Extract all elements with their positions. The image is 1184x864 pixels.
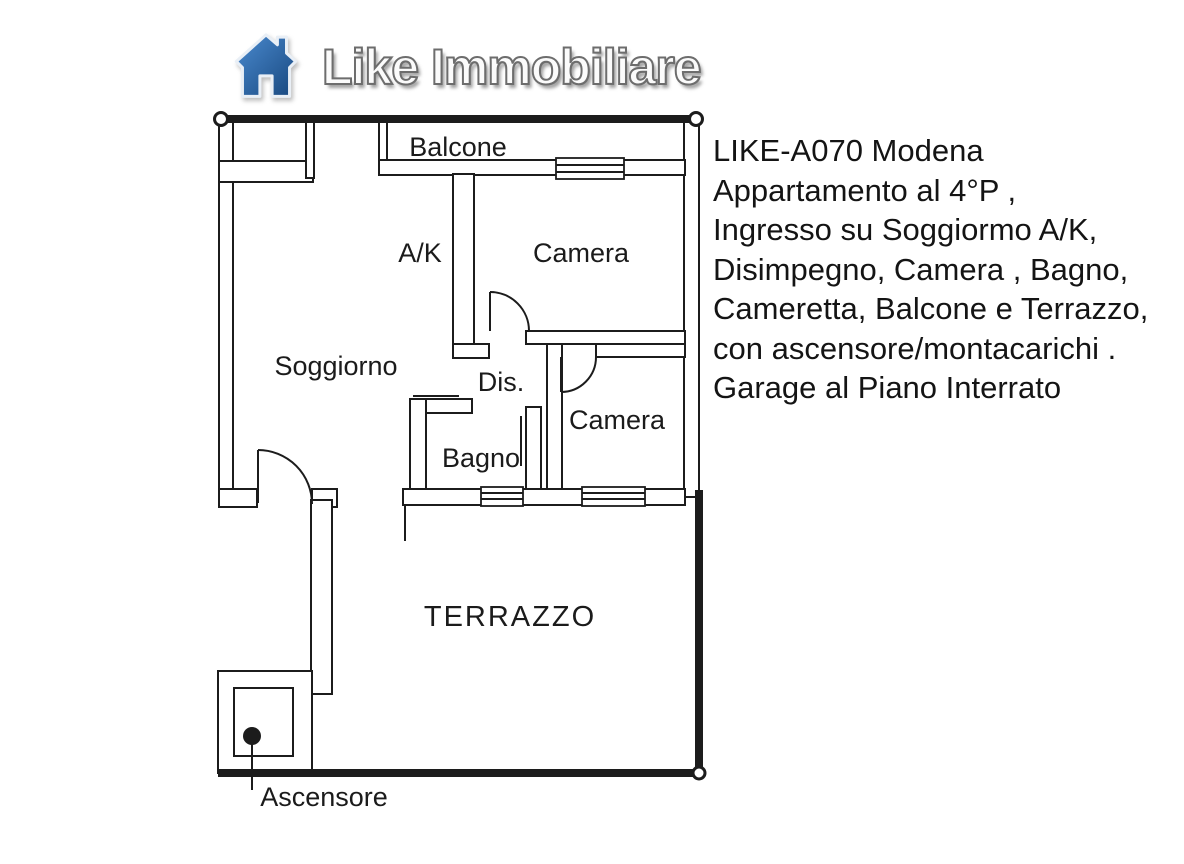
description-line: Garage al Piano Interrato [713, 370, 1062, 405]
window-balcone [555, 157, 625, 180]
windows [480, 157, 646, 507]
room-label-soggiorno: Soggiorno [274, 351, 397, 381]
railing-post-bottom-right [691, 765, 707, 781]
railing-post-top-right [688, 111, 704, 127]
room-label-ak: A/K [398, 238, 442, 268]
room-label-dis: Dis. [478, 367, 525, 397]
logo: Like Immobiliare [0, 0, 1184, 110]
listing-description: LIKE-A070 Modena Appartamento al 4°P , I… [713, 131, 1183, 408]
elevator-shaft [217, 670, 313, 790]
house-logo-icon [234, 33, 298, 98]
description-line: Disimpegno, Camera , Bagno, [713, 251, 1129, 287]
window-camera-mid [581, 486, 646, 507]
door-camera-top [489, 291, 530, 332]
door-camera-mid [560, 356, 597, 393]
house-shape [234, 33, 298, 98]
description-line: Ingresso su Soggiormo A/K, [713, 212, 1098, 247]
room-label-terrazzo: TERRAZZO [424, 601, 596, 633]
door-ingresso [257, 449, 313, 505]
brand-name: Like Immobiliare [321, 38, 703, 96]
window-bagno [480, 486, 524, 507]
room-label-ascensore: Ascensore [260, 782, 388, 812]
room-label-camera-top: Camera [533, 238, 630, 268]
railing-post-top-left [213, 111, 229, 127]
balcony-railing [213, 111, 707, 781]
description-line: Appartamento al 4°P , [713, 172, 1017, 208]
doors [257, 291, 597, 505]
room-label-balcone: Balcone [409, 132, 507, 162]
room-label-camera-mid: Camera [569, 405, 666, 435]
wall-details [404, 395, 522, 541]
room-label-bagno: Bagno [442, 443, 520, 473]
description-line: con ascensore/montacarichi . [713, 330, 1117, 366]
description-line: Cameretta, Balcone e Terrazzo, [713, 291, 1149, 326]
description-line: LIKE-A070 Modena [713, 133, 984, 168]
